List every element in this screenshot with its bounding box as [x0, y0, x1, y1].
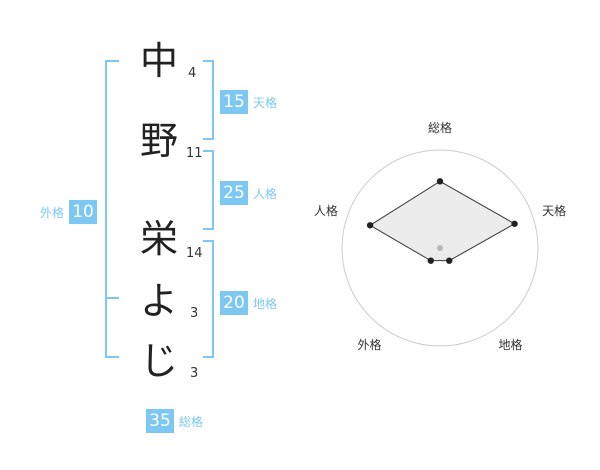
radar-point-4: [427, 257, 434, 264]
stroke-count-4: 3: [190, 306, 199, 321]
radar-point-5: [366, 222, 374, 229]
gaikaku-bracket-mid: [105, 297, 119, 299]
radar-axis-label-5: 人格: [314, 203, 338, 218]
tenkaku-value: 15: [220, 90, 248, 114]
soukaku-badge: 35 総格: [146, 409, 203, 433]
gaikaku-bracket-vertical: [105, 60, 107, 358]
name-char-3: 栄: [139, 217, 178, 261]
radar-center-dot: [437, 245, 443, 251]
jinkaku-bracket-top: [203, 150, 214, 152]
chikaku-label: 地格: [253, 296, 278, 311]
gaikaku-badge: 外格 10: [40, 200, 98, 224]
jinkaku-value: 25: [220, 181, 248, 205]
gaikaku-bracket-bottom: [105, 356, 119, 358]
radar-axis-label-4: 外格: [357, 337, 381, 352]
tenkaku-label: 天格: [253, 95, 278, 110]
jinkaku-bracket-vertical: [212, 150, 214, 230]
radar-axis-label-2: 天格: [542, 203, 566, 218]
jinkaku-badge: 25 人格: [220, 181, 277, 205]
tenkaku-badge: 15 天格: [220, 90, 277, 114]
jinkaku-bracket-bottom: [203, 228, 214, 230]
radar-axis-label-3: 地格: [499, 337, 523, 352]
tenkaku-bracket-bottom: [203, 138, 214, 140]
name-char-2: 野: [139, 119, 178, 163]
name-char-5: じ: [139, 339, 178, 383]
radar-point-3: [446, 257, 453, 264]
chikaku-value: 20: [220, 291, 248, 315]
chikaku-bracket-top: [203, 240, 214, 242]
chikaku-bracket-vertical: [212, 240, 214, 358]
name-char-4: よ: [139, 279, 178, 323]
chikaku-badge: 20 地格: [220, 291, 277, 315]
name-char-1: 中: [139, 39, 178, 83]
tenkaku-bracket-vertical: [212, 60, 214, 140]
stroke-count-5: 3: [190, 366, 199, 381]
soukaku-value: 35: [146, 409, 174, 433]
stroke-count-2: 11: [186, 146, 203, 161]
radar-polygon: [369, 180, 516, 262]
jinkaku-label: 人格: [253, 186, 278, 201]
gaikaku-label: 外格: [40, 205, 65, 220]
stroke-count-3: 14: [186, 246, 203, 261]
radar-point-2: [511, 220, 518, 227]
radar-axis-label-1: 総格: [428, 120, 452, 135]
chikaku-bracket-bottom: [203, 356, 214, 358]
gaikaku-bracket-top: [105, 60, 119, 62]
gaikaku-value: 10: [69, 200, 98, 224]
tenkaku-bracket-top: [203, 60, 214, 62]
radar-point-1: [436, 178, 444, 185]
soukaku-label: 総格: [179, 414, 204, 429]
stroke-count-1: 4: [188, 66, 197, 81]
